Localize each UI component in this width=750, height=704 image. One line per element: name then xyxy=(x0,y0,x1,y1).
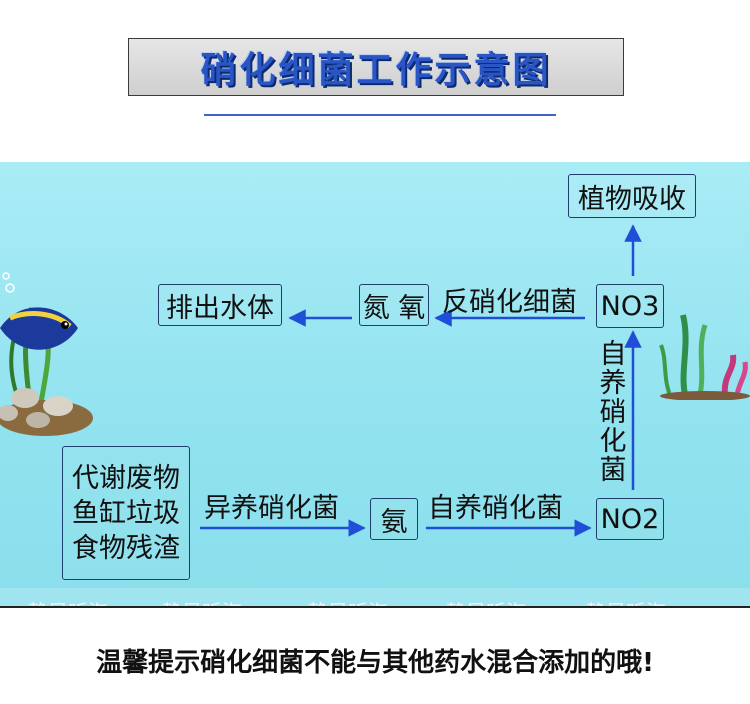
node-discharge: 排出水体 xyxy=(158,284,282,326)
vertical-char-2: 养 xyxy=(599,368,627,399)
node-nitrogen: 氮 氧 xyxy=(359,284,429,326)
rocks-icon xyxy=(0,388,93,436)
fish-icon xyxy=(0,307,78,350)
node-no3-label: NO3 xyxy=(600,290,660,322)
vertical-char-4: 化 xyxy=(599,426,627,457)
node-waste-line-2: 鱼缸垃圾 xyxy=(72,497,180,529)
watermark-5: 静风听海 xyxy=(586,600,666,624)
node-no2: NO2 xyxy=(596,498,664,540)
node-no2-label: NO2 xyxy=(600,503,660,535)
vertical-char-1: 自 xyxy=(599,339,627,370)
node-nitrogen-label: 氮 氧 xyxy=(362,292,426,324)
seaweed-right-icon xyxy=(659,314,708,396)
node-ammonia: 氨 xyxy=(370,498,418,540)
edge-label-heterotrophic: 异养硝化菌 xyxy=(204,493,339,524)
page-title: 硝化细菌工作示意图 xyxy=(200,50,552,91)
watermark-band xyxy=(0,588,750,634)
sand-icon xyxy=(660,391,750,400)
edge-label-autotrophic-vertical: 自 养 硝 化 菌 xyxy=(598,340,628,485)
node-discharge-label: 排出水体 xyxy=(166,292,274,324)
edge-label-autotrophic: 自养硝化菌 xyxy=(428,493,563,524)
edge-label-denitrifying: 反硝化细菌 xyxy=(442,287,577,318)
title-box: 硝化细菌工作示意图 xyxy=(128,38,624,96)
watermark-1: 静风听海 xyxy=(28,600,108,624)
node-waste-line-1: 代谢废物 xyxy=(72,462,180,494)
node-ammonia-label: 氨 xyxy=(380,506,408,538)
node-no3: NO3 xyxy=(596,284,664,328)
fish-and-rocks-illustration xyxy=(0,272,93,436)
watermark-4: 静风听海 xyxy=(446,600,526,624)
node-plant-absorb-label: 植物吸收 xyxy=(578,183,686,215)
footer-tip: 温馨提示硝化细菌不能与其他药水混合添加的哦! xyxy=(96,648,654,678)
watermark-2: 静风听海 xyxy=(162,600,242,624)
bubbles-icon xyxy=(2,272,15,293)
vertical-char-3: 硝 xyxy=(599,397,627,428)
node-plant-absorb: 植物吸收 xyxy=(568,174,696,218)
vertical-char-5: 菌 xyxy=(599,455,627,486)
watermark-3: 静风听海 xyxy=(308,600,388,624)
coral-icon xyxy=(721,354,748,396)
node-waste: 代谢废物 鱼缸垃圾 食物残渣 xyxy=(62,446,190,580)
title-underline xyxy=(204,114,556,116)
footer-divider xyxy=(0,606,750,608)
aquarium-plants-illustration xyxy=(659,314,750,400)
node-waste-line-3: 食物残渣 xyxy=(72,532,180,564)
